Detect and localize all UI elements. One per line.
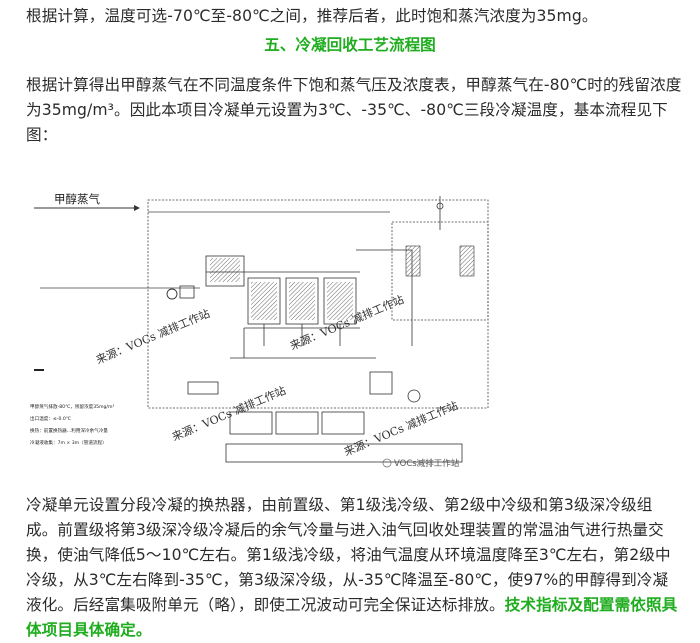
pre-cooler	[205, 255, 245, 287]
vapor-label: 甲醇蒸气	[54, 192, 100, 206]
stack-fan-icon	[436, 202, 444, 210]
paragraph-1: 根据计算得出甲醇蒸气在不同温度条件下饱和蒸气压及浓度表，甲醇蒸气在-80℃时的残…	[26, 76, 682, 144]
adsorber-a	[405, 245, 421, 277]
vapor-arrow-icon	[134, 205, 140, 211]
intro-line: 根据计算，温度可选-70℃至-80℃之间，推荐后者，此时饱和蒸汽浓度为35mg。	[26, 7, 598, 25]
wechat-label: VOCs减排工作站	[394, 458, 460, 469]
legend-line-2: 出口温度：≤-0.0℃	[30, 415, 71, 422]
filter-box	[179, 285, 195, 299]
watermark-3: 来源：VOCs 减排工作站	[170, 383, 288, 444]
chiller-1	[229, 411, 273, 435]
paragraph-2-body: 冷凝单元设置分段冷凝的换热器，由前置级、第1级浅冷级、第2级中冷级和第3级深冷级…	[26, 496, 671, 614]
legend-line-3: 换热：前置换热器...利用深冷余气冷量	[30, 427, 108, 434]
watermark-1: 来源：VOCs 减排工作站	[94, 306, 212, 367]
stage-3-fill	[327, 282, 353, 320]
process-flow-diagram: 甲醇蒸气	[30, 186, 500, 478]
stage-1-fill	[251, 282, 277, 320]
recovery-tank	[369, 371, 393, 395]
section-title: 五、冷凝回收工艺流程图	[264, 36, 436, 54]
paragraph-2-emphasis: 技术指标及配置需依照具体项目具体确定。	[26, 596, 678, 639]
chiller-2	[275, 411, 319, 435]
control-cabinet	[225, 443, 463, 463]
legend-line-4: 冷凝液收集：7m × 3m（管道流程）	[30, 439, 107, 446]
system-boundary	[147, 199, 489, 409]
watermark-4: 来源：VOCs 减排工作站	[342, 398, 460, 459]
refrigeration-box	[187, 381, 219, 395]
compressor-icon	[407, 389, 421, 403]
wechat-icon	[382, 458, 392, 468]
chiller-3	[321, 411, 365, 435]
adsorption-unit	[391, 221, 489, 321]
stage-2-fill	[289, 282, 315, 320]
legend-line-1: 甲醇蒸气排放-80℃，残留浓度35mg/m³	[30, 403, 114, 410]
adsorber-b	[459, 245, 475, 277]
pre-cooler-fill	[210, 258, 240, 282]
paragraph-2: 冷凝单元设置分段冷凝的换热器，由前置级、第1级浅冷级、第2级中冷级和第3级深冷级…	[26, 493, 682, 643]
pump-icon	[166, 288, 178, 300]
